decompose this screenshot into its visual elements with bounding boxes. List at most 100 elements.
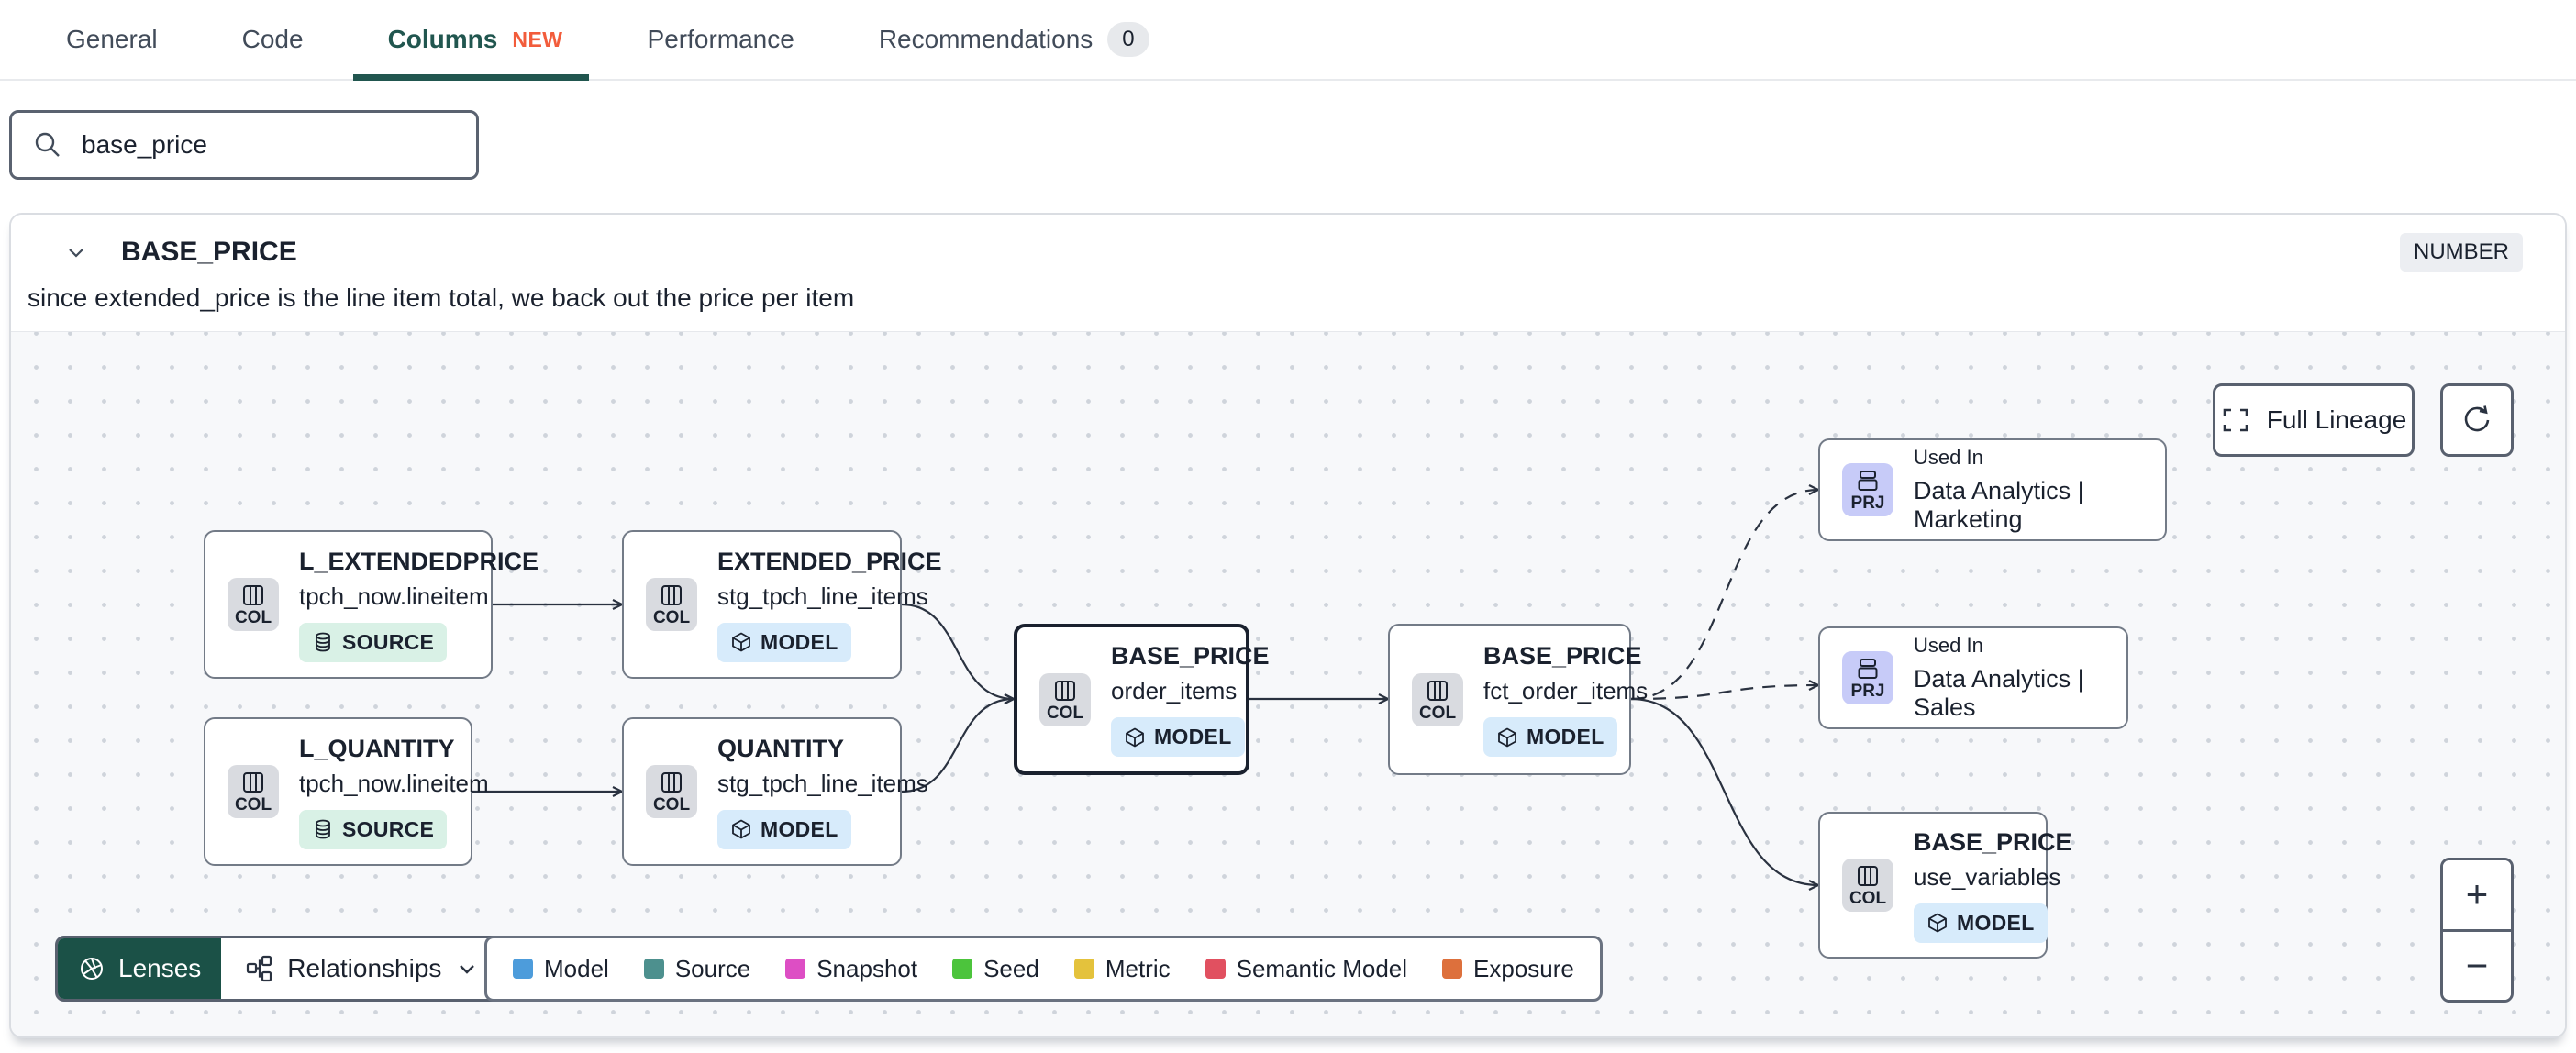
archive-icon — [1858, 471, 1878, 491]
legend-label: Semantic Model — [1236, 954, 1408, 982]
full-lineage-button[interactable]: Full Lineage — [2213, 383, 2415, 457]
search-icon — [35, 132, 60, 157]
expand-icon — [2223, 408, 2248, 432]
column-chip: COL — [228, 765, 279, 818]
relationships-icon — [247, 955, 272, 982]
lenses-group: Lenses Relationships — [55, 936, 505, 1002]
node-title: L_EXTENDEDPRICE — [299, 547, 539, 575]
node-subtitle: use_variables — [1914, 862, 2061, 891]
node-title: QUANTITY — [717, 734, 844, 762]
legend-swatch — [1442, 959, 1463, 979]
node-base_price_use_variables[interactable]: COL BASE_PRICE use_variables MODEL — [1818, 812, 2072, 959]
columns-icon — [1427, 680, 1448, 701]
search-input[interactable] — [80, 129, 456, 161]
legend-swatch — [643, 959, 664, 979]
node-l_extendedprice[interactable]: COL L_EXTENDEDPRICE tpch_now.lineitem SO… — [204, 530, 539, 679]
cube-icon — [1498, 727, 1516, 747]
column-chip: COL — [646, 765, 697, 818]
node-base_price_fct_order_items[interactable]: COL BASE_PRICE fct_order_items MODEL — [1388, 624, 1648, 775]
node-title: BASE_PRICE — [1111, 642, 1270, 670]
zoom-controls: + − — [2440, 858, 2514, 1003]
lineage-edge — [901, 693, 1016, 793]
node-quantity[interactable]: COL QUANTITY stg_tpch_line_items MODEL — [622, 717, 928, 866]
lineage-edges — [472, 484, 1821, 891]
lineage-edge — [901, 603, 1016, 704]
zoom-in-button[interactable]: + — [2443, 860, 2511, 929]
legend-item: Source — [643, 955, 750, 983]
lenses-button[interactable]: Lenses — [58, 938, 222, 999]
chevron-down-icon[interactable] — [64, 240, 88, 264]
tab-bar: General Code Columns NEW Performance Recommen… — [0, 0, 2576, 81]
node-badge: MODEL — [717, 809, 851, 849]
new-badge: NEW — [512, 27, 563, 51]
column-header: BASE_PRICE NUMBER since extended_price i… — [11, 215, 2565, 332]
node-title: Used In — [1914, 634, 1983, 657]
node-badge: MODEL — [1111, 717, 1245, 757]
cube-icon — [732, 632, 750, 652]
tab-label: Performance — [647, 25, 794, 53]
chip-label: COL — [1046, 703, 1084, 723]
tab-code[interactable]: Code — [242, 0, 304, 79]
node-l_quantity[interactable]: COL L_QUANTITY tpch_now.lineitem SOURCE — [204, 717, 489, 866]
column-chip: COL — [646, 578, 697, 631]
node-title: Used In — [1914, 446, 1983, 469]
database-icon — [316, 632, 330, 652]
columns-icon — [1055, 680, 1075, 701]
chip-label: COL — [652, 795, 691, 815]
aperture-icon — [81, 958, 103, 980]
tab-label: Recommendations — [878, 25, 1094, 53]
lineage-legend: Model Source Snapshot Seed Metric Semant… — [484, 936, 1603, 1002]
column-name: BASE_PRICE — [121, 237, 297, 267]
columns-icon — [661, 772, 682, 793]
tab-recommendations[interactable]: Recommendations 0 — [879, 0, 1149, 79]
archive-icon — [1858, 659, 1878, 679]
node-base_price_order_items[interactable]: COL BASE_PRICE order_items MODEL — [1014, 624, 1270, 775]
tab-label: Columns — [387, 25, 498, 53]
legend-swatch — [1073, 959, 1094, 979]
node-badge-label: SOURCE — [342, 816, 435, 841]
column-description: since extended_price is the line item to… — [28, 283, 855, 312]
node-badge-label: MODEL — [761, 629, 838, 654]
node-extended_price[interactable]: COL EXTENDED_PRICE stg_tpch_line_items M… — [622, 530, 942, 679]
column-chip: COL — [1412, 672, 1463, 726]
lineage-canvas[interactable]: COL L_EXTENDEDPRICE tpch_now.lineitem SO… — [11, 332, 2565, 1036]
node-subtitle: fct_order_items — [1483, 677, 1649, 704]
legend-label: Snapshot — [816, 954, 918, 982]
legend-swatch — [1205, 959, 1226, 979]
tab-columns[interactable]: Columns NEW — [352, 0, 589, 81]
legend-label: Seed — [983, 954, 1039, 982]
node-used_in_marketing[interactable]: PRJ Used In Data Analytics | Marketing — [1818, 438, 2167, 541]
search-box[interactable] — [9, 110, 479, 180]
chip-label: PRJ — [1850, 682, 1885, 701]
refresh-button[interactable] — [2440, 383, 2514, 457]
node-subtitle: order_items — [1111, 677, 1238, 704]
legend-item: Semantic Model — [1205, 955, 1407, 983]
node-used_in_sales[interactable]: PRJ Used In Data Analytics | Sales — [1818, 626, 2128, 729]
node-badge: MODEL — [1914, 903, 2048, 943]
legend-label: Model — [544, 954, 609, 982]
columns-icon — [661, 585, 682, 605]
lineage-edge — [1630, 484, 1821, 701]
column-chip: COL — [1842, 859, 1893, 912]
column-detail-panel: BASE_PRICE NUMBER since extended_price i… — [9, 213, 2567, 1038]
zoom-out-button[interactable]: − — [2443, 928, 2511, 1000]
chip-label: COL — [1418, 703, 1457, 723]
chip-label: PRJ — [1850, 493, 1885, 513]
lineage-edge — [1630, 680, 1821, 701]
legend-label: Exposure — [1473, 954, 1574, 982]
column-chip: COL — [228, 578, 279, 631]
relationships-dropdown[interactable]: Relationships — [221, 938, 503, 999]
columns-icon — [243, 585, 263, 605]
node-subtitle: Data Analytics | Sales — [1914, 665, 2084, 721]
legend-swatch — [952, 959, 973, 979]
node-badge-label: MODEL — [1154, 725, 1232, 748]
legend-swatch — [513, 959, 533, 979]
node-badge: SOURCE — [299, 622, 448, 662]
count-badge: 0 — [1107, 22, 1149, 57]
tab-general[interactable]: General — [66, 0, 158, 79]
node-title: BASE_PRICE — [1483, 642, 1642, 670]
node-subtitle: stg_tpch_line_items — [717, 582, 928, 610]
tab-performance[interactable]: Performance — [648, 0, 794, 79]
refresh-icon — [2464, 405, 2490, 432]
columns-icon — [243, 772, 263, 793]
